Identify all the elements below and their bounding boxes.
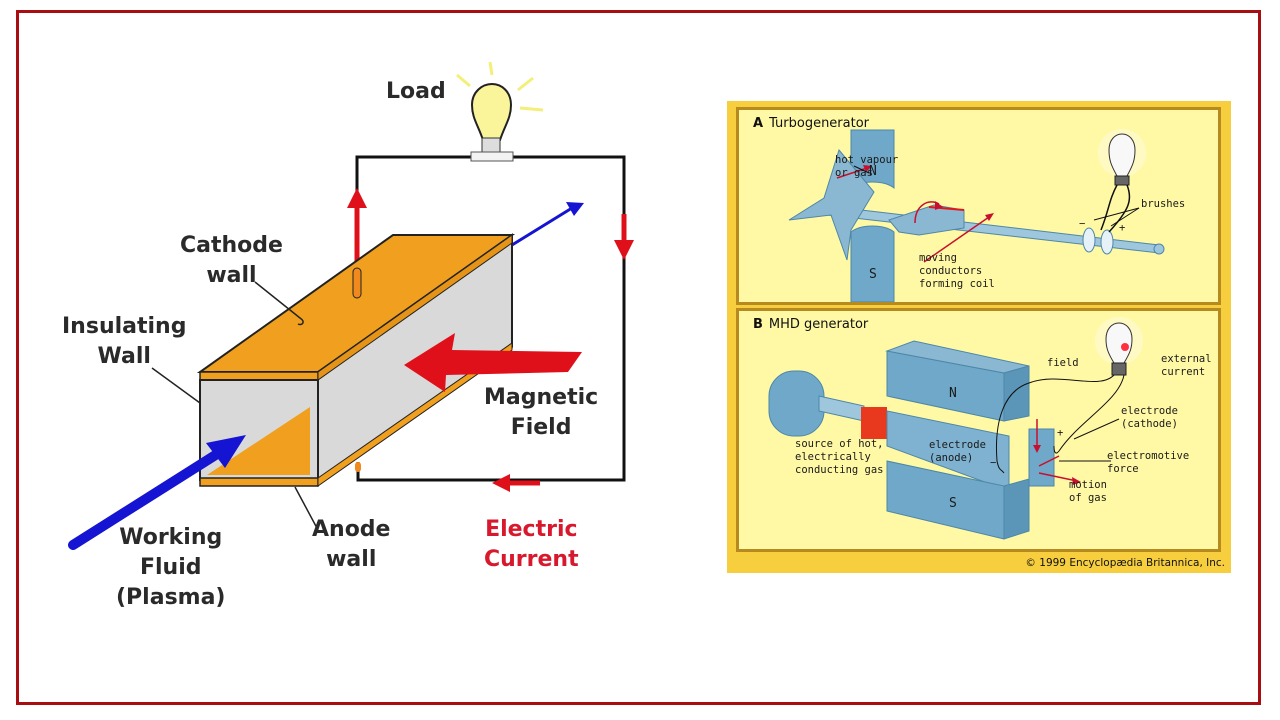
hot-gas [861, 407, 887, 439]
label-minus-a: − [1079, 218, 1086, 230]
label-load: Load [386, 79, 446, 104]
working-fluid-arrow-icon [68, 435, 246, 550]
label-cathode-wall: Cathode wall [180, 233, 283, 288]
label-south-a: S [869, 267, 877, 282]
label-south-b: S [949, 496, 957, 511]
label-electrode-cathode: electrode (cathode) [1121, 405, 1178, 430]
label-minus-b: − [990, 457, 997, 469]
gas-source [768, 370, 825, 437]
label-electromotive-force: electromotive force [1107, 450, 1190, 475]
flow-exit-arrow-icon [511, 202, 584, 247]
label-insulating-wall: Insulating Wall [62, 314, 187, 369]
circuit-wire [355, 155, 626, 482]
channel-box [196, 233, 516, 487]
magnetic-field-arrow-icon [404, 333, 582, 392]
label-working-fluid: Working Fluid (Plasma) [116, 525, 226, 610]
label-moving-conductors: moving conductors forming coil [919, 252, 995, 290]
label-plus-b: + [1057, 427, 1064, 439]
slide-frame [16, 10, 1261, 705]
copyright-notice: © 1999 Encyclopædia Britannica, Inc. [1025, 557, 1225, 569]
conductor-pointer [923, 216, 990, 263]
label-anode-wall: Anode wall [312, 517, 391, 572]
current-arrow-left-icon [492, 474, 540, 492]
turbine-blades [788, 148, 875, 261]
label-field: field [1047, 357, 1079, 369]
mhd-channel-diagram [68, 61, 634, 550]
label-brushes: brushes [1141, 198, 1186, 210]
label-external-current: external current [1161, 353, 1212, 378]
label-hot-vapour: hot vapour or gas [835, 154, 899, 179]
label-magnetic-field: Magnetic Field [484, 385, 599, 440]
current-arrow-down-icon [614, 214, 634, 260]
label-motion-of-gas: motion of gas [1069, 479, 1107, 504]
electrode-cathode [1028, 428, 1055, 487]
label-electric-current: Electric Current [484, 517, 579, 572]
label-north-b: N [949, 386, 957, 401]
magnet-south [850, 225, 895, 302]
turbogenerator-illustration [788, 129, 1165, 302]
light-bulb-icon [456, 61, 544, 162]
label-electrode-anode: electrode (anode) [929, 439, 986, 464]
coil [888, 204, 965, 236]
current-arrow-up-icon [347, 188, 367, 262]
label-plus-a: + [1119, 222, 1126, 234]
label-north-a: N [869, 164, 877, 179]
anode-wall-inner [207, 407, 310, 475]
label-gas-source: source of hot, electrically conducting g… [795, 438, 884, 476]
gas-motion-arrow-icon [1038, 472, 1078, 482]
mhd-generator-illustration [768, 317, 1143, 540]
